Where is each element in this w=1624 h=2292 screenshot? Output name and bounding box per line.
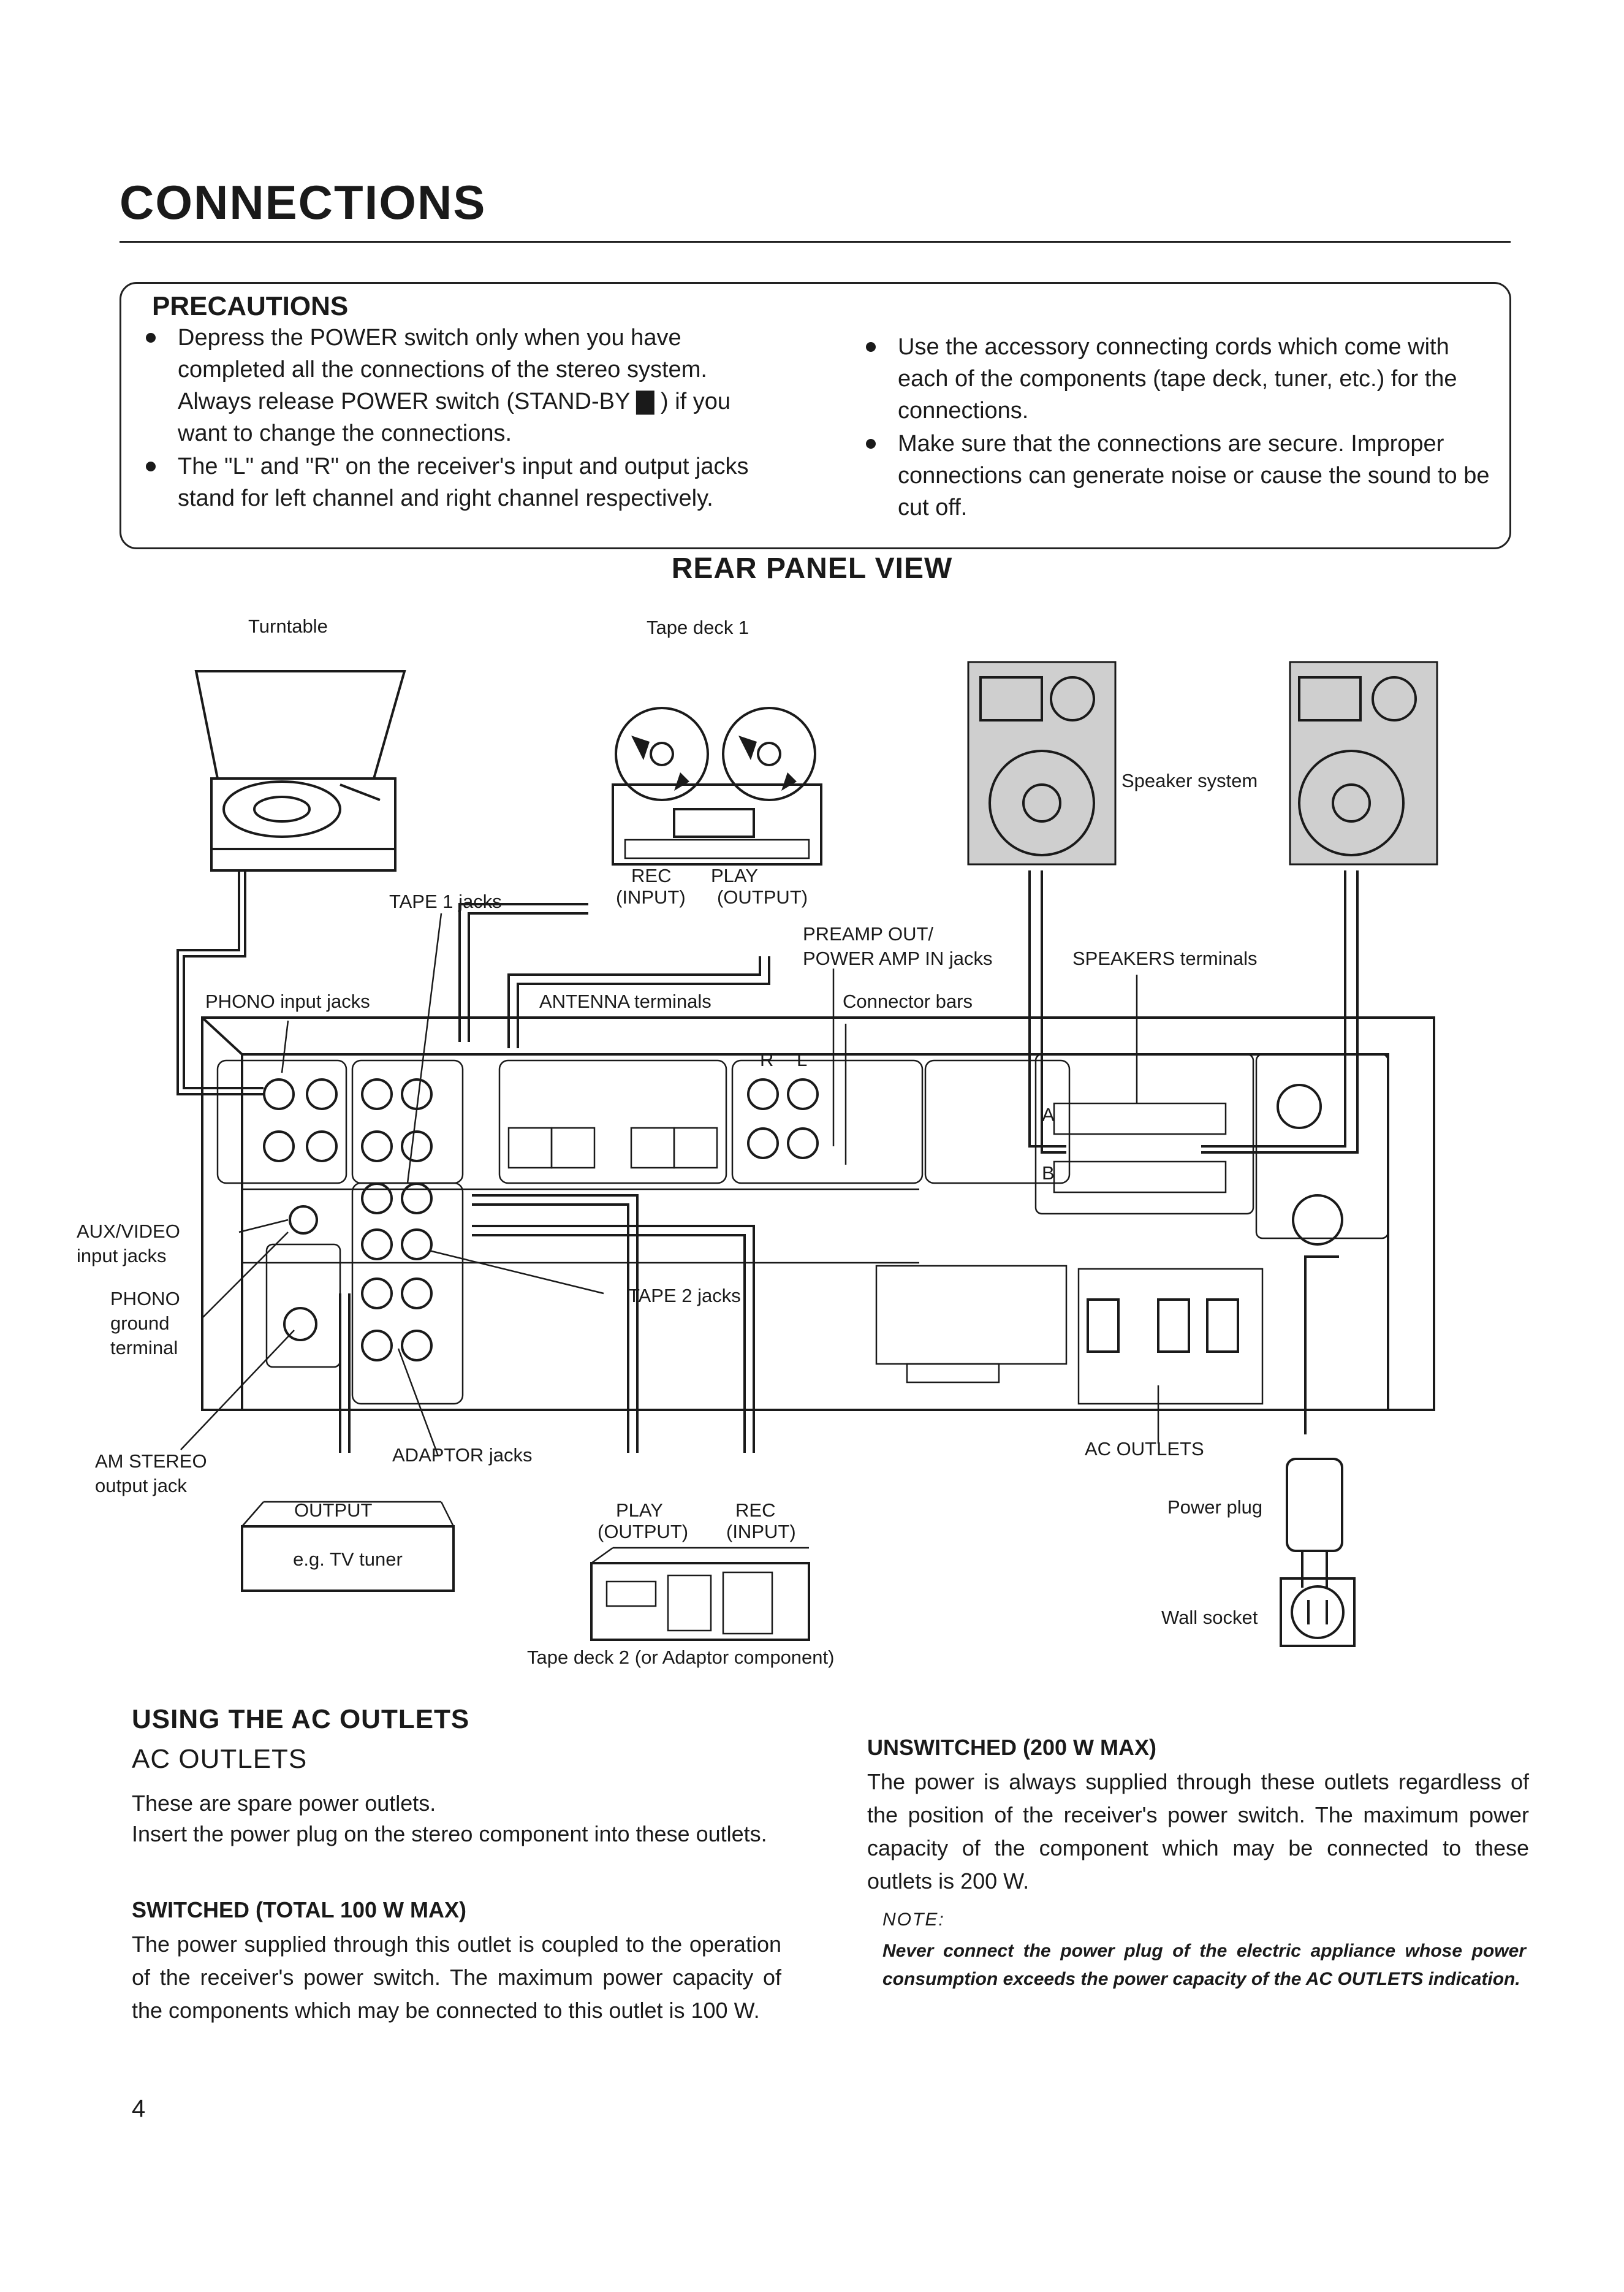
label-speaker-system: Speaker system xyxy=(1121,770,1258,791)
speaker-left xyxy=(967,661,1117,866)
rear-panel-heading: REAR PANEL VIEW xyxy=(671,552,953,585)
note-heading: NOTE: xyxy=(882,1909,945,1930)
label-power-amp-in: POWER AMP IN jacks xyxy=(803,948,993,969)
unswitched-heading: UNSWITCHED (200 W MAX) xyxy=(867,1735,1157,1760)
label-input: (INPUT) xyxy=(616,886,686,908)
label-tape1-jacks: TAPE 1 jacks xyxy=(389,891,502,912)
switched-text: The power supplied through this outlet i… xyxy=(132,1932,781,2023)
label-play: PLAY xyxy=(711,865,758,886)
precaution-item: Depress the POWER switch only when you h… xyxy=(141,322,760,449)
label-panel-r: R xyxy=(760,1049,774,1070)
precaution-item: Use the accessory connecting cords which… xyxy=(861,331,1492,427)
label-phono-input-jacks: PHONO input jacks xyxy=(205,991,370,1012)
label-panel-a: A xyxy=(1042,1104,1055,1125)
precautions-left-column: Depress the POWER switch only when you h… xyxy=(141,322,760,516)
label-wall-socket: Wall socket xyxy=(1161,1607,1258,1628)
title-divider xyxy=(120,241,1511,243)
label-adaptor-jacks: ADAPTOR jacks xyxy=(392,1444,533,1466)
leader-lines xyxy=(180,913,1159,1456)
label-tape-deck-2: Tape deck 2 (or Adaptor component) xyxy=(527,1647,835,1668)
label-ground: ground xyxy=(110,1312,170,1334)
label-tape2-jacks: TAPE 2 jacks xyxy=(628,1285,741,1306)
label-speakers-terminals: SPEAKERS terminals xyxy=(1072,948,1258,969)
label-input-2: (INPUT) xyxy=(726,1521,796,1542)
label-phono: PHONO xyxy=(110,1288,180,1309)
ac-intro-1: These are spare power outlets. xyxy=(132,1791,436,1816)
wall-socket-illustration xyxy=(1280,1577,1356,1647)
turntable-illustration xyxy=(194,670,406,872)
speaker-right xyxy=(1289,661,1438,866)
label-terminal: terminal xyxy=(110,1337,178,1358)
label-ac-outlets: AC OUTLETS xyxy=(1085,1438,1204,1460)
switched-heading: SWITCHED (TOTAL 100 W MAX) xyxy=(132,1897,467,1922)
ac-intro-2: Insert the power plug on the stereo comp… xyxy=(132,1821,767,1846)
label-preamp-out: PREAMP OUT/ xyxy=(803,923,934,945)
label-output-2: (OUTPUT) xyxy=(598,1521,689,1542)
label-power-plug: Power plug xyxy=(1167,1496,1263,1518)
unswitched-text: The power is always supplied through the… xyxy=(867,1769,1529,1894)
receiver-rear-panel xyxy=(201,1016,1435,1411)
label-turntable: Turntable xyxy=(248,615,328,637)
page-number: 4 xyxy=(132,2095,146,2122)
label-output-tuner: OUTPUT xyxy=(294,1499,373,1521)
label-input-jacks: input jacks xyxy=(77,1245,167,1266)
power-plug-illustration xyxy=(1286,1458,1343,1588)
precautions-right-column: Use the accessory connecting cords which… xyxy=(861,331,1492,525)
connection-cables xyxy=(176,870,1359,1453)
ac-section-subheading: AC OUTLETS xyxy=(132,1744,308,1774)
label-output: (OUTPUT) xyxy=(717,886,808,908)
precaution-item: The "L" and "R" on the receiver's input … xyxy=(141,451,760,514)
ac-section-heading: USING THE AC OUTLETS xyxy=(132,1704,470,1734)
page-title: CONNECTIONS xyxy=(120,175,487,229)
tape-deck-2-illustration xyxy=(590,1547,810,1641)
tape-deck-1-illustration xyxy=(612,707,822,866)
label-output-jack: output jack xyxy=(95,1475,187,1496)
label-rec-2: REC xyxy=(735,1499,776,1521)
tv-tuner-box xyxy=(241,1525,455,1592)
label-antenna-terminals: ANTENNA terminals xyxy=(539,991,711,1012)
label-tape-deck-1: Tape deck 1 xyxy=(647,617,749,638)
precautions-box xyxy=(120,282,1511,549)
precautions-heading: PRECAUTIONS xyxy=(147,291,354,322)
label-panel-l: L xyxy=(797,1049,808,1070)
label-tv-tuner: e.g. TV tuner xyxy=(293,1548,403,1570)
label-rec: REC xyxy=(631,865,672,886)
label-connector-bars: Connector bars xyxy=(843,991,973,1012)
label-panel-b: B xyxy=(1042,1162,1055,1184)
precaution-item: Make sure that the connections are secur… xyxy=(861,428,1492,524)
note-text: Never connect the power plug of the elec… xyxy=(882,1941,1526,1989)
label-am-stereo: AM STEREO xyxy=(95,1450,207,1472)
label-aux-video: AUX/VIDEO xyxy=(77,1220,180,1242)
label-play-2: PLAY xyxy=(616,1499,663,1521)
